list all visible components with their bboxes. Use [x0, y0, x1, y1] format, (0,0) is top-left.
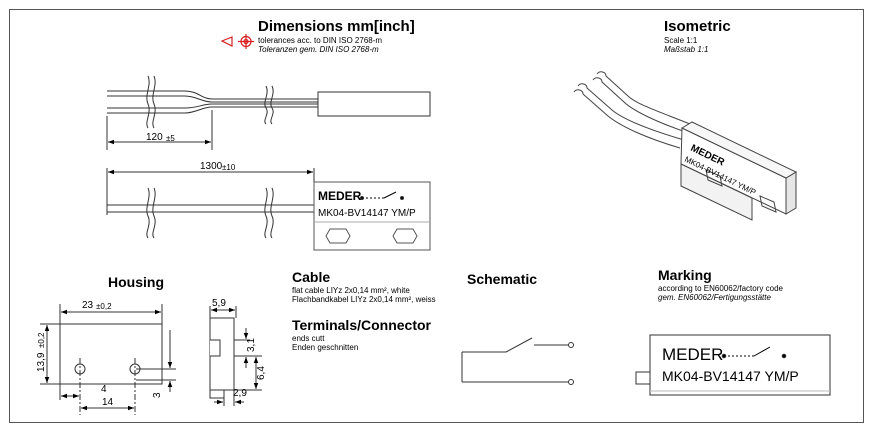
housing-dim-d: 3	[152, 392, 163, 398]
housing-width-tol: ±0,2	[96, 302, 112, 311]
isometric-scale-de: Maßstab 1:1	[664, 45, 709, 54]
marking-label	[635, 334, 831, 396]
top-view-dim-value: 120	[146, 132, 163, 143]
housing-side-dim-b: 6,4	[256, 366, 267, 380]
side-view-dim-tol: ±10	[222, 163, 236, 172]
housing-hole-offset: 4	[101, 384, 107, 395]
isometric-view	[573, 71, 798, 221]
cable-spec-de: Flachbandkabel LIYz 2x0,14 mm², weiss	[292, 295, 436, 304]
marking-desc-en: according to EN60062/factory code	[658, 284, 783, 293]
housing-height-value: 13,9	[36, 352, 47, 372]
housing-front-view	[40, 304, 176, 415]
marking-desc-de: gem. EN60062/Fertigungsstätte	[658, 293, 771, 302]
marking-label-brand: MEDER	[662, 345, 723, 364]
side-view-label-brand: MEDER	[318, 189, 362, 203]
housing-side-dim-a: 3,1	[246, 338, 257, 352]
isometric-title: Isometric	[664, 18, 731, 35]
dimensions-title: Dimensions mm[inch]	[258, 18, 415, 35]
marking-label-part: MK04-BV14147 YM/P	[662, 368, 799, 384]
side-view	[106, 168, 431, 251]
dimensions-tolerance-de: Toleranzen gem. DIN ISO 2768-m	[258, 45, 379, 54]
schematic-switch	[461, 337, 574, 385]
housing-side-dim-c: 2,9	[233, 388, 247, 399]
dimensions-tolerance-en: tolerances acc. to DIN ISO 2768-m	[258, 36, 383, 45]
side-view-dim-value: 1300	[200, 161, 223, 172]
terminals-title: Terminals/Connector	[292, 317, 431, 333]
top-view	[106, 75, 431, 150]
marking-title: Marking	[658, 267, 712, 283]
projection-symbol-icon	[220, 34, 254, 49]
isometric-scale: Scale 1:1	[664, 36, 698, 45]
side-view-label-part: MK04-BV14147 YM/P	[318, 208, 416, 219]
terminals-desc-en: ends cutt	[292, 334, 325, 343]
cable-title: Cable	[292, 269, 331, 285]
drawing-sheet	[9, 9, 864, 423]
terminals-desc-de: Enden geschnitten	[292, 343, 359, 352]
housing-width-value: 23	[82, 300, 94, 311]
housing-side-width: 5,9	[212, 298, 226, 309]
housing-hole-spacing: 14	[102, 397, 114, 408]
housing-title: Housing	[108, 274, 164, 290]
schematic-title: Schematic	[467, 271, 538, 287]
housing-height-tol: ±0,2	[37, 332, 46, 348]
housing-side-view	[209, 306, 262, 406]
top-view-dim-tol: ±5	[166, 134, 175, 143]
cable-spec-en: flat cable LIYz 2x0,14 mm², white	[292, 286, 410, 295]
